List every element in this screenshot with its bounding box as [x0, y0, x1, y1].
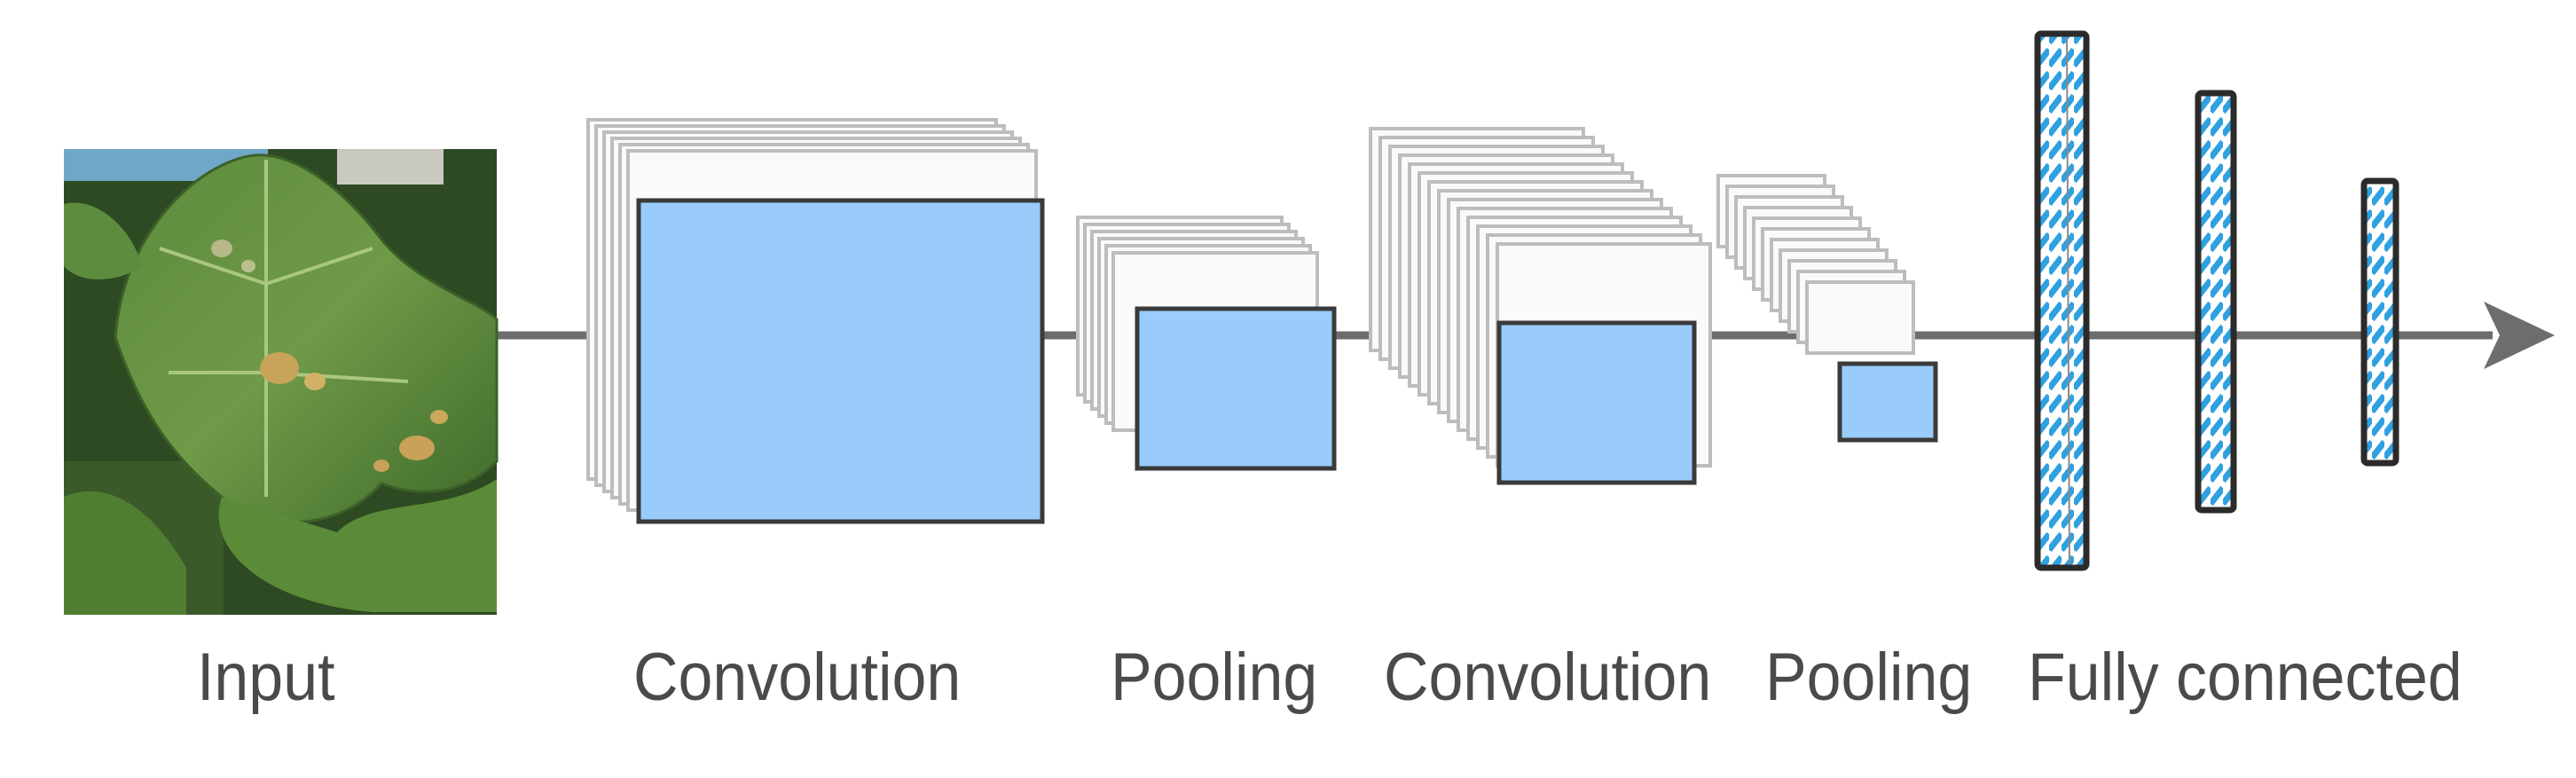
convolution-layer-1 — [586, 118, 1045, 524]
feature-map — [1135, 306, 1337, 471]
fc-bar-1 — [2034, 30, 2090, 571]
feature-map — [1837, 361, 1938, 443]
stage-label-convolution-2: Convolution — [1384, 640, 1712, 715]
stage-label-pooling-2: Pooling — [1765, 640, 1973, 715]
stage-label-convolution-1: Convolution — [633, 640, 962, 715]
stage-label-input: Input — [197, 640, 335, 715]
input-image — [64, 149, 499, 615]
stack-sheet — [1805, 280, 1915, 355]
feature-map — [636, 198, 1045, 524]
pooling-layer-1 — [1076, 216, 1337, 471]
fully-connected-layers — [2034, 30, 2399, 571]
pooling-layer-2 — [1716, 174, 1938, 443]
stage-label-fully-connected: Fully connected — [2028, 640, 2462, 715]
feature-map — [1496, 320, 1697, 485]
fc-bar-2 — [2195, 90, 2237, 514]
fc-bar-3 — [2360, 177, 2399, 467]
convolution-layer-2 — [1369, 127, 1712, 485]
arrow-right-icon — [2484, 302, 2555, 369]
stage-label-pooling-1: Pooling — [1111, 640, 1318, 715]
